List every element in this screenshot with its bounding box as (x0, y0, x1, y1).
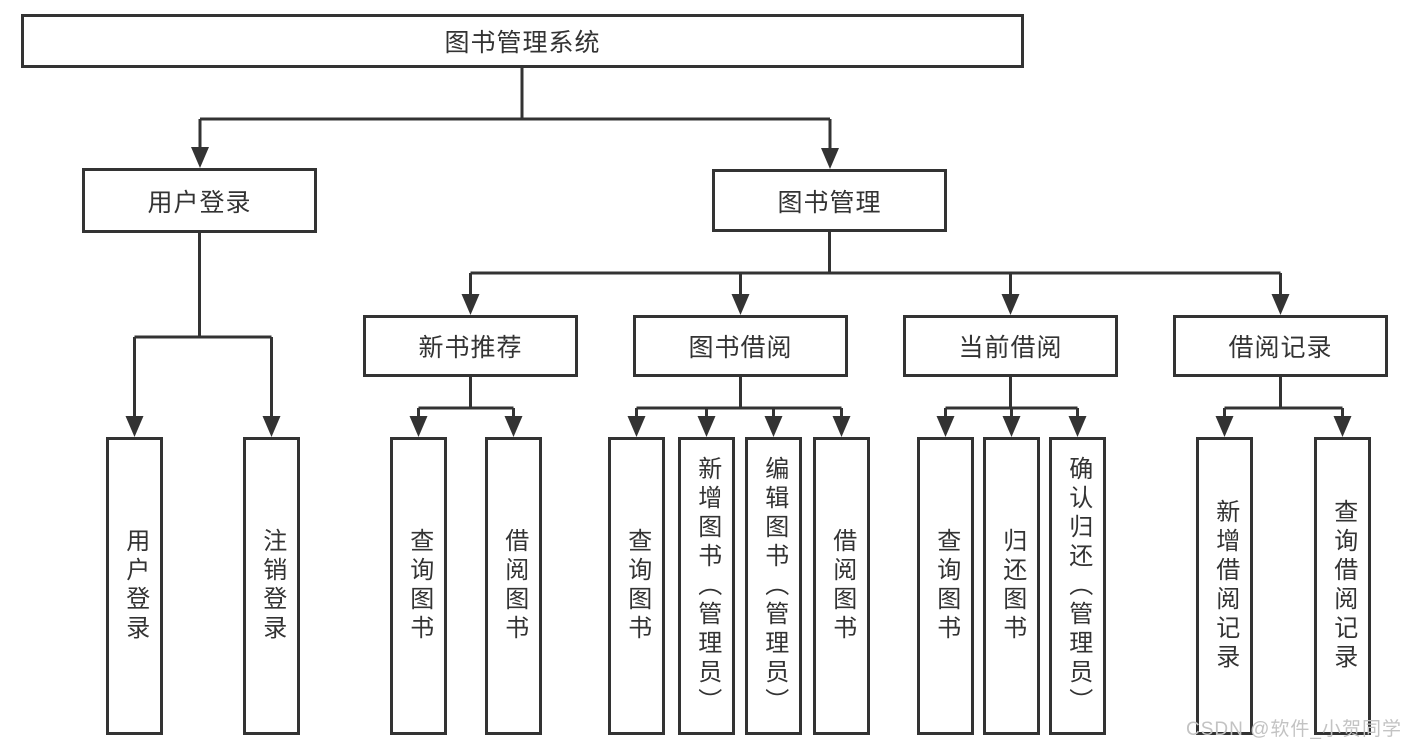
node-borrow-records: 借阅记录 (1173, 315, 1388, 377)
leaf-current-query-books: 查询图书 (917, 437, 974, 735)
node-book-borrow: 图书借阅 (633, 315, 848, 377)
leaf-add-borrow-record: 新增借阅记录 (1196, 437, 1253, 735)
connector-book-management-children (461, 232, 1290, 315)
leaf-newbooks-query-books-label: 查询图书 (405, 528, 433, 644)
leaf-edit-books-admin: 编辑图书（管理员） (745, 437, 802, 735)
node-user-login-label: 用户登录 (147, 188, 252, 217)
leaf-confirm-return-admin-label: 确认归还（管理员） (1064, 455, 1092, 717)
node-user-login: 用户登录 (82, 168, 317, 233)
node-book-management-label: 图书管理 (777, 188, 882, 217)
leaf-user-login-label: 用户登录 (121, 528, 149, 644)
node-book-management: 图书管理 (712, 169, 947, 232)
leaf-newbooks-query-books: 查询图书 (390, 437, 447, 735)
leaf-user-login: 用户登录 (106, 437, 163, 735)
leaf-current-query-books-label: 查询图书 (932, 528, 960, 644)
leaf-newbooks-borrow-books-label: 借阅图书 (500, 528, 528, 644)
connector-current-borrow-children (936, 377, 1087, 437)
connector-book-borrow-children (627, 377, 851, 437)
csdn-watermark: CSDN @软件_小贺同学 (1186, 719, 1402, 740)
leaf-return-books-label: 归还图书 (998, 528, 1026, 644)
leaf-logout: 注销登录 (243, 437, 300, 735)
node-root-system-label: 图书管理系统 (444, 29, 601, 57)
node-current-borrow: 当前借阅 (903, 315, 1118, 377)
node-new-books-label: 新书推荐 (418, 334, 523, 362)
node-current-borrow-label: 当前借阅 (958, 334, 1063, 362)
leaf-borrow-books-label: 借阅图书 (828, 528, 856, 644)
node-borrow-records-label: 借阅记录 (1228, 334, 1333, 362)
leaf-logout-label: 注销登录 (258, 528, 286, 644)
leaf-edit-books-admin-label: 编辑图书（管理员） (760, 455, 788, 717)
node-book-borrow-label: 图书借阅 (688, 334, 793, 362)
leaf-add-books-admin: 新增图书（管理员） (678, 437, 735, 735)
leaf-confirm-return-admin: 确认归还（管理员） (1049, 437, 1106, 735)
leaf-add-books-admin-label: 新增图书（管理员） (693, 455, 721, 717)
connector-user-login-children (125, 233, 281, 437)
connector-root-to-level2 (191, 68, 839, 169)
node-new-books: 新书推荐 (363, 315, 578, 377)
connector-new-books-children (409, 377, 523, 437)
leaf-borrow-books: 借阅图书 (813, 437, 870, 735)
leaf-borrow-query-books-label: 查询图书 (623, 528, 651, 644)
node-root-system: 图书管理系统 (21, 14, 1024, 68)
leaf-add-borrow-record-label: 新增借阅记录 (1211, 499, 1239, 673)
leaf-query-borrow-record: 查询借阅记录 (1314, 437, 1371, 735)
leaf-borrow-query-books: 查询图书 (608, 437, 665, 735)
leaf-query-borrow-record-label: 查询借阅记录 (1329, 499, 1357, 673)
leaf-return-books: 归还图书 (983, 437, 1040, 735)
connector-borrow-records-children (1215, 377, 1352, 437)
leaf-newbooks-borrow-books: 借阅图书 (485, 437, 542, 735)
